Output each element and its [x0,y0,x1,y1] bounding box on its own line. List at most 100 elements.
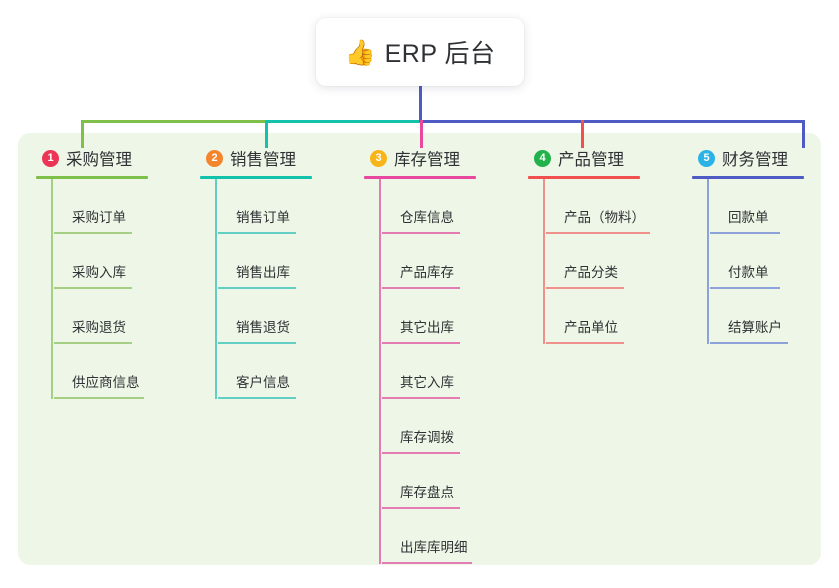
connector-trunk [419,86,422,122]
leaf-node[interactable]: 出库库明细 [382,509,514,564]
branch-items-5: 回款单付款单结算账户 [692,179,839,344]
branch-items-2: 销售订单销售出库销售退货客户信息 [200,179,350,399]
leaf-rule [218,287,296,289]
branch-title-4: 产品管理 [558,151,624,169]
leaf-node[interactable]: 采购订单 [54,179,186,234]
branch-header-5[interactable]: 5 财务管理 [692,146,839,170]
branch-column-4: 4 产品管理产品（物料） 产品分类产品单位 [528,146,678,344]
leaf-rule [54,342,132,344]
leaf-rule [382,507,460,509]
leaf-rule [382,232,460,234]
leaf-node[interactable]: 产品分类 [546,234,678,289]
branch-spine-4 [543,179,545,344]
leaf-node[interactable]: 销售订单 [218,179,350,234]
leaf-rule [382,562,472,564]
leaf-node[interactable]: 产品单位 [546,289,678,344]
leaf-label: 库存调拨 [400,430,454,445]
branch-items-1: 采购订单采购入库采购退货供应商信息 [36,179,186,399]
branch-spine-2 [215,179,217,399]
leaf-node[interactable]: 其它出库 [382,289,514,344]
leaf-label: 结算账户 [728,320,782,335]
branch-badge-5: 5 [698,149,715,167]
leaf-rule [710,232,780,234]
leaf-rule [546,232,650,234]
connector-stub-3 [420,120,423,148]
leaf-label: 采购订单 [72,210,126,225]
branch-items-4: 产品（物料） 产品分类产品单位 [528,179,678,344]
leaf-label: 采购退货 [72,320,126,335]
leaf-label: 客户信息 [236,375,290,390]
leaf-rule [54,232,132,234]
connector-bus-blue [420,120,802,123]
branch-header-rule-2 [200,176,312,179]
leaf-label: 销售出库 [236,265,290,280]
leaf-label: 出库库明细 [400,540,468,555]
branch-badge-4: 4 [534,149,551,167]
branch-badge-3: 3 [370,149,387,167]
branch-badge-1: 1 [42,149,59,167]
leaf-label: 其它入库 [400,375,454,390]
leaf-rule [382,397,460,399]
connector-bus-green [81,120,265,123]
connector-stub-2 [265,120,268,148]
branch-title-1: 采购管理 [66,151,132,169]
leaf-label: 回款单 [728,210,769,225]
leaf-label: 仓库信息 [400,210,454,225]
leaf-node[interactable]: 结算账户 [710,289,839,344]
leaf-node[interactable]: 仓库信息 [382,179,514,234]
leaf-rule [546,342,624,344]
leaf-rule [54,397,144,399]
leaf-label: 产品分类 [564,265,618,280]
branch-header-rule-3 [364,176,476,179]
leaf-rule [218,342,296,344]
branch-spine-3 [379,179,381,564]
branch-column-5: 5 财务管理回款单付款单结算账户 [692,146,839,344]
root-node-card[interactable]: 👍 ERP 后台 [316,18,524,86]
leaf-node[interactable]: 销售退货 [218,289,350,344]
branch-spine-5 [707,179,709,344]
leaf-node[interactable]: 采购入库 [54,234,186,289]
leaf-rule [710,342,788,344]
branch-header-1[interactable]: 1 采购管理 [36,146,186,170]
leaf-label: 销售退货 [236,320,290,335]
branch-header-rule-1 [36,176,148,179]
leaf-rule [218,397,296,399]
leaf-rule [382,452,460,454]
leaf-node[interactable]: 其它入库 [382,344,514,399]
branch-column-2: 2 销售管理销售订单销售出库销售退货客户信息 [200,146,350,399]
leaf-node[interactable]: 客户信息 [218,344,350,399]
branch-column-3: 3 库存管理仓库信息产品库存其它出库其它入库库存调拨库存盘点出库库明细 [364,146,514,564]
leaf-node[interactable]: 销售出库 [218,234,350,289]
connector-stub-5 [802,120,805,148]
connector-stub-4 [581,120,584,148]
leaf-label: 库存盘点 [400,485,454,500]
leaf-rule [218,232,296,234]
leaf-label: 销售订单 [236,210,290,225]
branch-header-4[interactable]: 4 产品管理 [528,146,678,170]
leaf-node[interactable]: 产品库存 [382,234,514,289]
leaf-label: 其它出库 [400,320,454,335]
branch-header-3[interactable]: 3 库存管理 [364,146,514,170]
branch-badge-2: 2 [206,149,223,167]
branch-title-2: 销售管理 [230,151,296,169]
branch-items-3: 仓库信息产品库存其它出库其它入库库存调拨库存盘点出库库明细 [364,179,514,564]
branch-title-3: 库存管理 [394,151,460,169]
leaf-label: 产品单位 [564,320,618,335]
leaf-node[interactable]: 产品（物料） [546,179,678,234]
leaf-node[interactable]: 库存调拨 [382,399,514,454]
leaf-node[interactable]: 采购退货 [54,289,186,344]
leaf-rule [382,342,460,344]
leaf-rule [54,287,132,289]
leaf-label: 产品库存 [400,265,454,280]
branch-title-5: 财务管理 [722,151,788,169]
leaf-node[interactable]: 付款单 [710,234,839,289]
leaf-node[interactable]: 库存盘点 [382,454,514,509]
leaf-label: 产品（物料） [564,210,645,225]
leaf-node[interactable]: 回款单 [710,179,839,234]
leaf-rule [382,287,460,289]
branch-header-2[interactable]: 2 销售管理 [200,146,350,170]
branch-header-rule-4 [528,176,640,179]
leaf-node[interactable]: 供应商信息 [54,344,186,399]
leaf-label: 采购入库 [72,265,126,280]
